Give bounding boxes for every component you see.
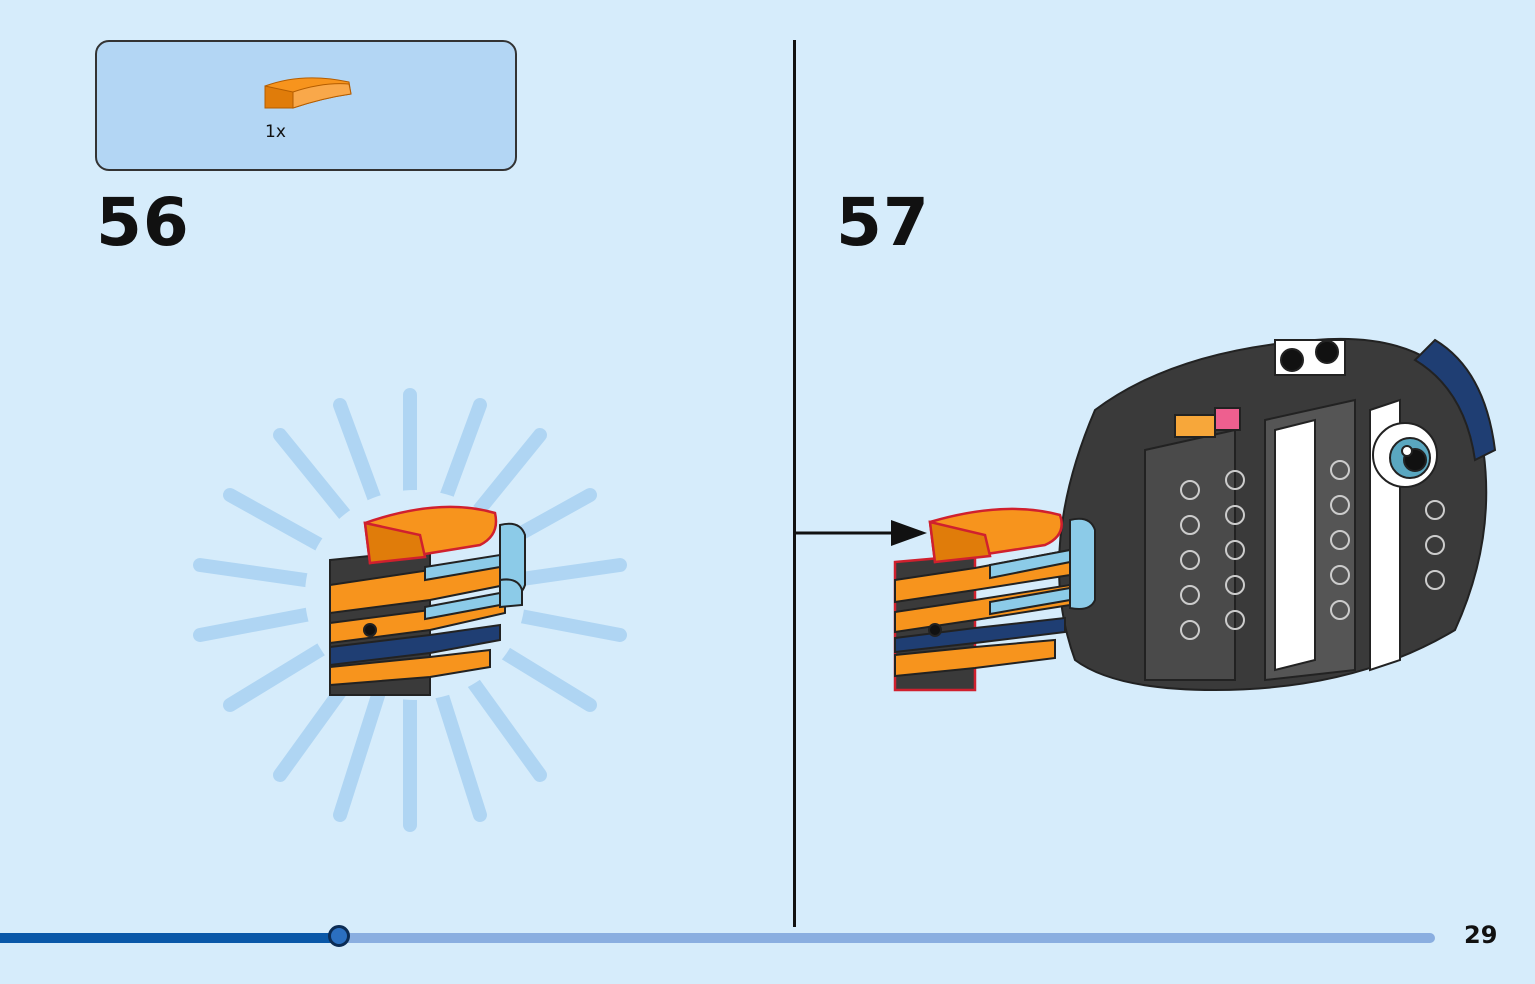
part-quantity-label: 1x [265, 122, 286, 142]
step-56-subassembly-illustration [193, 388, 627, 832]
tail-fin-subassembly [329, 505, 526, 696]
step-number-56: 56 [96, 184, 190, 261]
instruction-progress-bar [0, 925, 1435, 947]
page-number: 29 [1464, 921, 1498, 949]
step-divider-line [793, 40, 796, 927]
progress-bar-marker [328, 925, 350, 947]
orange-curved-slope-brick-icon [264, 77, 352, 109]
placement-arrow [795, 520, 927, 546]
step-57-fish-assembly-illustration [795, 337, 1497, 692]
progress-bar-fill [0, 933, 339, 943]
tail-fin-subassembly [893, 507, 1096, 692]
parts-callout-box: 1x [95, 40, 517, 171]
step-number-57: 57 [836, 184, 930, 261]
fish-body [1058, 337, 1497, 692]
